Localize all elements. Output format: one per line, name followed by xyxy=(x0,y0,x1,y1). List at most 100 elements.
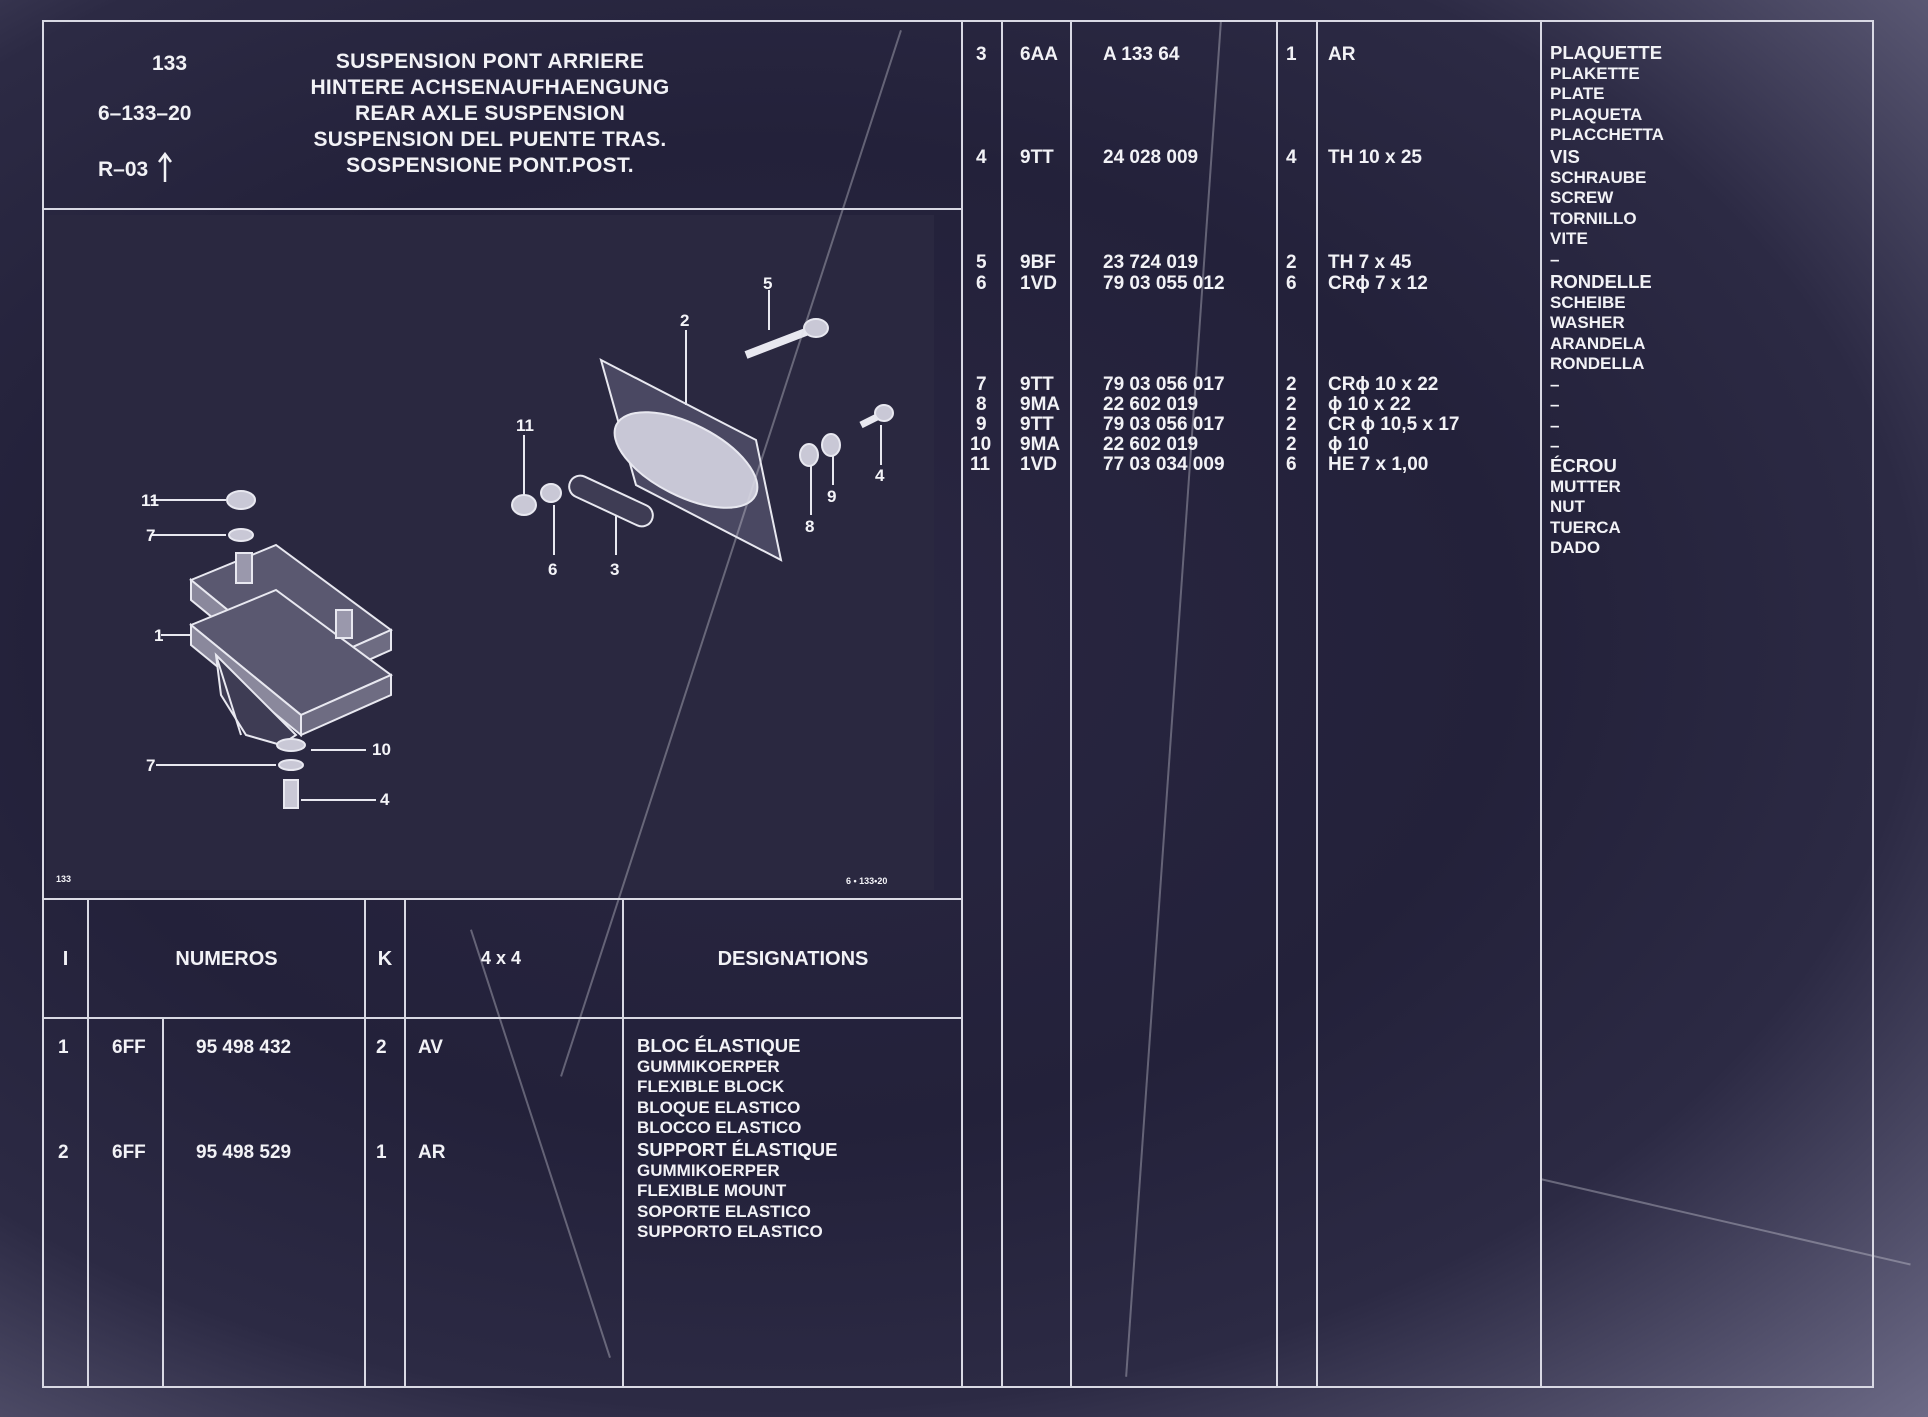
designation-en: NUT xyxy=(1550,497,1585,516)
row-designations: BLOC ÉLASTIQUE GUMMIKOERPER FLEXIBLE BLO… xyxy=(637,1035,801,1139)
row-k: 6 xyxy=(1286,273,1297,294)
designation-dash: – xyxy=(1550,249,1560,269)
designation-de: PLAKETTE xyxy=(1550,63,1640,83)
row-k: 2 xyxy=(1286,434,1297,455)
row-spec: AR xyxy=(1328,44,1356,65)
designation-plaquette: PLAQUETTE PLAKETTE PLATE PLAQUETA PLACCH… xyxy=(1550,42,1664,146)
designation-es: ARANDELA xyxy=(1550,333,1646,353)
row-i: 3 xyxy=(976,44,987,65)
row-i: 1 xyxy=(58,1037,69,1058)
row-i: 6 xyxy=(976,273,987,294)
designation-rondelle: RONDELLE SCHEIBE WASHER ARANDELA RONDELL… xyxy=(1550,271,1652,457)
exploded-view-illustration: 11 7 1 7 10 4 2 5 11 6 3 8 9 4 133 6 • 1… xyxy=(46,215,934,890)
row-spec: ϕ 10 xyxy=(1328,434,1369,455)
row-spec: HE 7 x 1,00 xyxy=(1328,454,1429,475)
designation-de: GUMMIKOERPER xyxy=(637,1160,780,1180)
row-number: 22 602 019 xyxy=(1103,434,1199,455)
row-i: 10 xyxy=(970,434,992,455)
designation-it: DADO xyxy=(1550,538,1601,557)
row-k: 1 xyxy=(376,1142,387,1163)
row-number: 79 03 055 012 xyxy=(1103,273,1225,294)
callout-9: 9 xyxy=(827,487,837,506)
designation-it: VITE xyxy=(1550,229,1588,248)
designation-en: WASHER xyxy=(1550,313,1625,332)
title-de: HINTERE ACHSENAUFHAENGUNG xyxy=(310,76,670,99)
frame-top-border xyxy=(42,20,1872,22)
exploded-view-drawing xyxy=(151,290,894,809)
designation-es: TUERCA xyxy=(1550,517,1621,537)
row-i: 8 xyxy=(976,394,987,415)
right-col-line-2 xyxy=(1070,20,1072,1388)
designation-es: BLOQUE ELASTICO xyxy=(637,1097,801,1117)
ref-number: 133 xyxy=(152,52,188,75)
callout-4b: 4 xyxy=(875,466,885,485)
designation-main: SUPPORT ÉLASTIQUE xyxy=(637,1139,838,1160)
table-header-top-line xyxy=(42,898,962,900)
col-header-designations: DESIGNATIONS xyxy=(717,948,869,970)
revision-code: R–03 xyxy=(98,151,173,182)
designation-en: FLEXIBLE BLOCK xyxy=(637,1077,785,1096)
row-k: 2 xyxy=(1286,414,1297,435)
designation-de: SCHRAUBE xyxy=(1550,167,1647,187)
designation-vis: VIS SCHRAUBE SCREW TORNILLO VITE – xyxy=(1550,146,1647,270)
designation-de: SCHEIBE xyxy=(1550,292,1626,312)
row-k: 2 xyxy=(1286,374,1297,395)
left-col-line-1 xyxy=(87,898,89,1388)
designation-es: SOPORTE ELASTICO xyxy=(637,1201,811,1221)
row-number: 95 498 529 xyxy=(196,1142,292,1163)
row-code: 9MA xyxy=(1020,394,1061,415)
callout-6: 6 xyxy=(548,560,558,579)
callout-3: 3 xyxy=(610,560,620,579)
designation-en: FLEXIBLE MOUNT xyxy=(637,1181,787,1200)
callout-11b: 11 xyxy=(516,416,534,435)
row-code: 1VD xyxy=(1020,273,1057,294)
row-spec: ϕ 10 x 22 xyxy=(1328,394,1411,415)
row-code: 6AA xyxy=(1020,44,1059,65)
row-code: 6FF xyxy=(112,1142,146,1163)
row-spec: TH 7 x 45 xyxy=(1328,252,1412,273)
left-col-line-5 xyxy=(622,898,624,1388)
row-spec: AV xyxy=(418,1037,443,1058)
designation-dash: – xyxy=(1550,395,1560,414)
row-number: 79 03 056 017 xyxy=(1103,374,1225,395)
callout-2: 2 xyxy=(680,311,690,330)
table-header-bottom-line xyxy=(42,1017,962,1019)
title-block: SUSPENSION PONT ARRIERE HINTERE ACHSENAU… xyxy=(295,49,685,179)
designation-de: GUMMIKOERPER xyxy=(637,1056,780,1076)
left-panel-divider xyxy=(961,20,963,1388)
film-scratch xyxy=(470,929,611,1358)
designation-dash: – xyxy=(1550,415,1560,435)
row-number: 22 602 019 xyxy=(1103,394,1199,415)
arrow-up-icon xyxy=(158,151,173,182)
frame-left-border xyxy=(42,20,44,1388)
row-code: 9BF xyxy=(1020,252,1056,273)
designation-en: PLATE xyxy=(1550,84,1605,103)
row-k: 4 xyxy=(1286,147,1297,168)
col-header-4x4: 4 x 4 xyxy=(480,948,522,968)
row-code: 9MA xyxy=(1020,434,1061,455)
designation-ecrou: ÉCROU MUTTER NUT TUERCA DADO xyxy=(1550,455,1621,559)
row-number: A 133 64 xyxy=(1103,44,1180,65)
left-col-line-4 xyxy=(404,898,406,1388)
row-i: 11 xyxy=(970,454,991,475)
title-fr: SUSPENSION PONT ARRIERE xyxy=(335,50,645,73)
designation-it: SUPPORTO ELASTICO xyxy=(637,1222,823,1241)
right-col-line-4 xyxy=(1316,20,1318,1388)
row-i: 2 xyxy=(58,1142,69,1163)
designation-main: VIS xyxy=(1550,146,1580,167)
designation-dash: – xyxy=(1550,374,1560,394)
row-code: 6FF xyxy=(112,1037,146,1058)
frame-right-border xyxy=(1872,20,1874,1388)
designation-de: MUTTER xyxy=(1550,476,1621,496)
designation-main: RONDELLE xyxy=(1550,271,1652,292)
callout-11a: 11 xyxy=(141,491,159,510)
row-i: 5 xyxy=(976,252,987,273)
designation-es: PLAQUETA xyxy=(1550,104,1643,124)
row-number: 24 028 009 xyxy=(1103,147,1199,168)
film-scratch xyxy=(1540,1178,1911,1266)
callout-7b: 7 xyxy=(146,756,156,775)
row-spec: AR xyxy=(418,1142,446,1163)
row-i: 7 xyxy=(976,374,987,395)
row-designations: SUPPORT ÉLASTIQUE GUMMIKOERPER FLEXIBLE … xyxy=(637,1139,838,1243)
callout-10: 10 xyxy=(372,740,391,759)
